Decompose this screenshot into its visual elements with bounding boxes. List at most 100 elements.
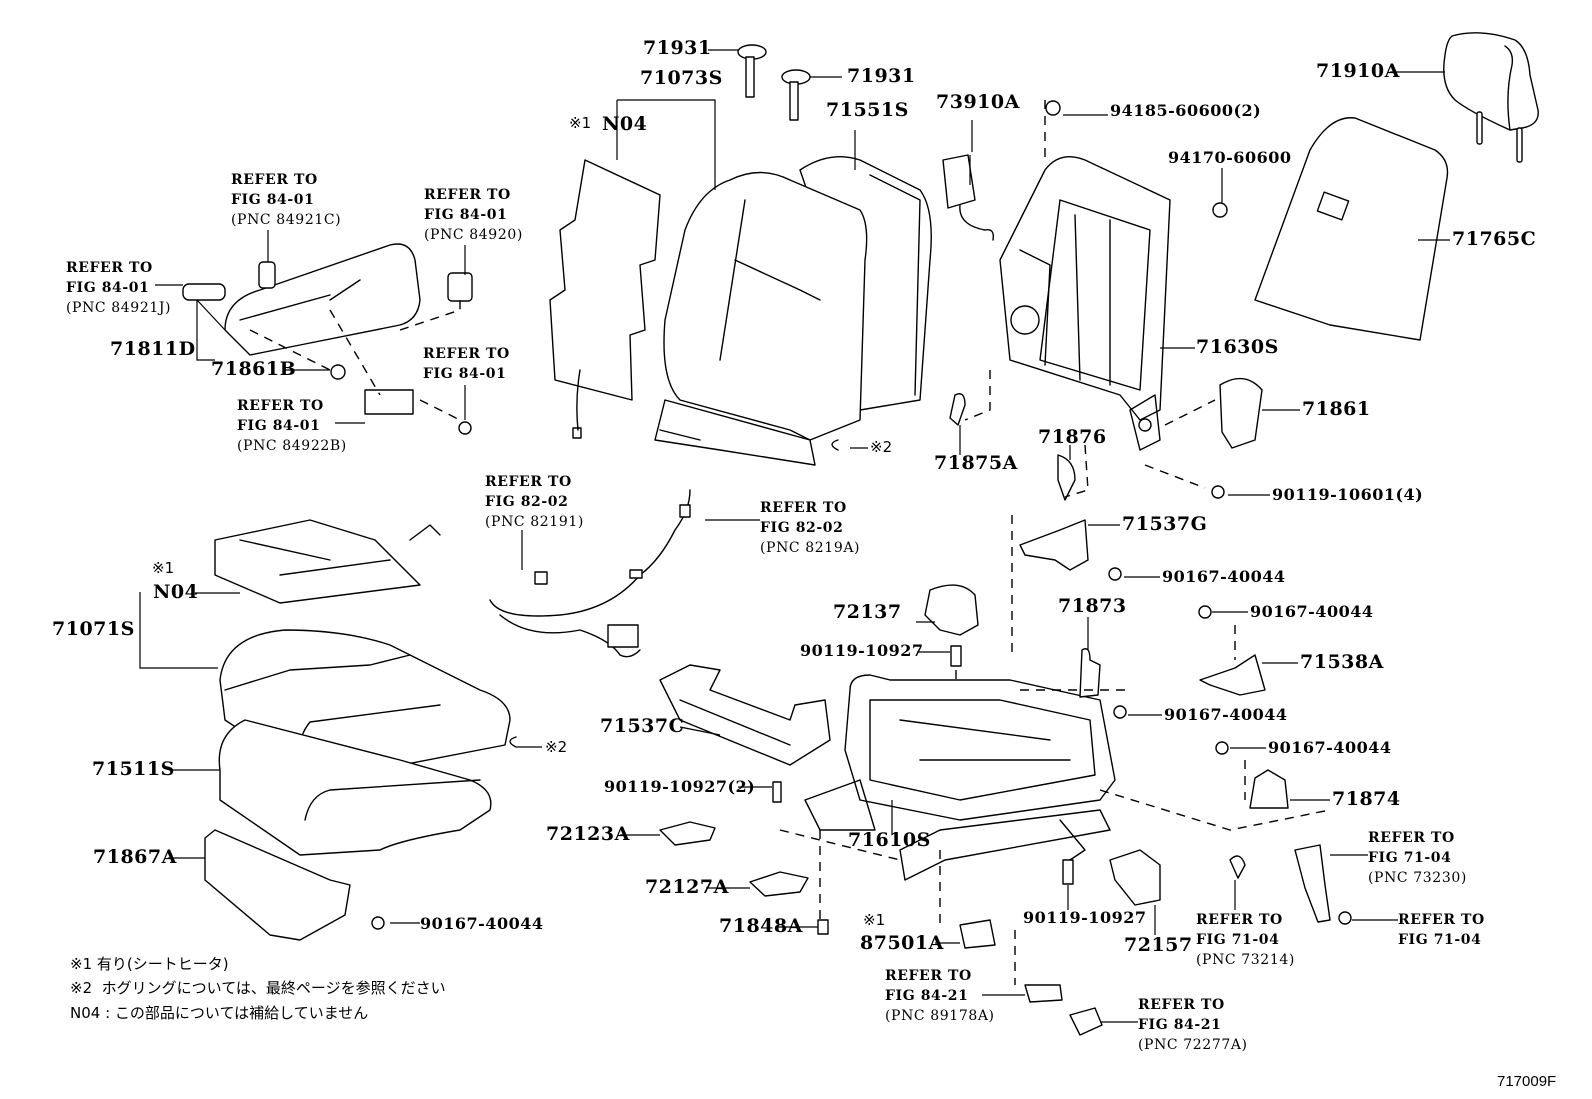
reference-prefix: REFER TO [485, 474, 572, 490]
part-number-71867a[interactable]: 71867A [93, 846, 177, 868]
part-number-71538a[interactable]: 71538A [1300, 651, 1384, 673]
part-number-90119-10927[interactable]: 90119-10927 [800, 641, 924, 660]
note-1: ※1 有り(シートヒータ) [70, 955, 229, 973]
reference-callout[interactable]: REFER TO FIG 84-01 (PNC 84921C) [231, 170, 341, 230]
part-number-71073s[interactable]: 71073S [640, 67, 723, 89]
wire-harness-drawing [489, 489, 760, 658]
seatback-cushion-drawing [616, 99, 932, 466]
part-number-71873[interactable]: 71873 [1058, 595, 1127, 617]
leader-lines [155, 71, 1450, 1023]
part-number-71848a[interactable]: 71848A [719, 915, 803, 937]
reference-prefix: REFER TO [1196, 912, 1283, 928]
part-number-71071s[interactable]: 71071S [52, 618, 135, 640]
part-number-90119-10601-4[interactable]: 90119-10601(4) [1272, 485, 1424, 504]
cover-72137-drawing [924, 584, 979, 636]
reference-callout[interactable]: REFER TO FIG 84-01 (PNC 84921J) [66, 258, 171, 318]
part-number-90167-40044[interactable]: 90167-40044 [420, 914, 544, 933]
part-number-94170-60600[interactable]: 94170-60600 [1168, 148, 1292, 167]
part-number-72127a[interactable]: 72127A [645, 876, 729, 898]
reference-callout[interactable]: REFER TO FIG 84-01 (PNC 84920) [424, 185, 523, 245]
part-number-71931[interactable]: 71931 [847, 65, 916, 87]
reference-pnc: (PNC 72277A) [1138, 1037, 1248, 1053]
reference-prefix: REFER TO [237, 398, 324, 414]
part-number-71811d[interactable]: 71811D [110, 338, 196, 360]
part-number-71537c[interactable]: 71537C [600, 715, 685, 737]
part-number-71630s[interactable]: 71630S [1196, 336, 1279, 358]
reference-pnc: (PNC 84920) [424, 227, 523, 243]
reference-figure: FIG 84-21 [1138, 1017, 1222, 1033]
reference-figure: FIG 84-01 [423, 366, 507, 382]
part-number-n04[interactable]: N04 [153, 581, 199, 603]
part-number-87501a[interactable]: 87501A [860, 932, 944, 954]
reference-figure: FIG 71-04 [1398, 932, 1482, 948]
part-number-94185-60600-2[interactable]: 94185-60600(2) [1110, 101, 1262, 120]
reference-prefix: REFER TO [760, 500, 847, 516]
figure-id: 717009F [1497, 1073, 1557, 1090]
part-number-90167-40044[interactable]: 90167-40044 [1250, 602, 1374, 621]
reference-callout[interactable]: REFER TO FIG 71-04 (PNC 73214) [1196, 910, 1295, 970]
part-number-71874[interactable]: 71874 [1332, 788, 1401, 810]
part-number-71861b[interactable]: 71861B [211, 358, 297, 380]
part-number-71537g[interactable]: 71537G [1122, 513, 1208, 535]
hog-ring-icon [831, 439, 839, 451]
part-number-71511s[interactable]: 71511S [92, 758, 175, 780]
part-number-71861[interactable]: 71861 [1302, 398, 1371, 420]
reference-figure: FIG 84-01 [66, 280, 150, 296]
part-number-71875a[interactable]: 71875A [934, 452, 1018, 474]
reference-pnc: (PNC 73214) [1196, 952, 1295, 968]
part-number-72123a[interactable]: 72123A [546, 823, 630, 845]
part-number-72157[interactable]: 72157 [1124, 934, 1193, 956]
reference-figure: FIG 71-04 [1196, 932, 1280, 948]
misc-hardware-drawings [659, 100, 1352, 1036]
reference-prefix: REFER TO [1138, 997, 1225, 1013]
note-marker: ※1 [863, 911, 886, 929]
part-number-n04[interactable]: N04 [602, 113, 648, 135]
reference-figure: FIG 84-01 [231, 192, 315, 208]
clip-drawing [708, 44, 842, 121]
reference-pnc: (PNC 84921C) [231, 212, 342, 228]
reference-prefix: REFER TO [885, 968, 972, 984]
part-number-73910a[interactable]: 73910A [936, 91, 1020, 113]
seatback-board-drawing [1254, 117, 1449, 341]
part-number-71765c[interactable]: 71765C [1452, 228, 1537, 250]
reference-pnc: (PNC 82191) [485, 514, 584, 530]
reference-prefix: REFER TO [1368, 830, 1455, 846]
reference-figure: FIG 84-21 [885, 988, 969, 1004]
seat-frame-drawing [779, 674, 1116, 930]
side-shield-drawing [182, 243, 473, 435]
note-n04: N04 : この部品については補給していません [70, 1004, 369, 1022]
part-number-90167-40044[interactable]: 90167-40044 [1162, 567, 1286, 586]
side-cover-drawing [659, 664, 831, 766]
cushion-heater-mat-drawing [195, 519, 441, 604]
part-number-71931[interactable]: 71931 [643, 37, 712, 59]
part-number-71910a[interactable]: 71910A [1316, 60, 1400, 82]
reference-prefix: REFER TO [424, 187, 511, 203]
bracket-drawings [949, 370, 1331, 831]
note-marker: ※2 [870, 438, 893, 456]
part-number-90119-10927-2[interactable]: 90119-10927(2) [604, 777, 756, 796]
part-number-90119-10927[interactable]: 90119-10927 [1023, 908, 1147, 927]
part-number-71610s[interactable]: 71610S [848, 829, 931, 851]
headrest-drawing [1443, 32, 1539, 163]
reference-prefix: REFER TO [231, 172, 318, 188]
part-number-90167-40044[interactable]: 90167-40044 [1268, 738, 1392, 757]
reference-pnc: (PNC 84921J) [66, 300, 172, 316]
reference-callout[interactable]: REFER TO FIG 84-21 (PNC 72277A) [1138, 995, 1248, 1055]
cushion-pad-drawing [170, 719, 492, 856]
part-number-71876[interactable]: 71876 [1038, 426, 1107, 448]
part-number-71551s[interactable]: 71551S [826, 99, 909, 121]
part-number-72137[interactable]: 72137 [833, 601, 902, 623]
note-marker: ※1 [569, 114, 592, 132]
part-number-90167-40044[interactable]: 90167-40044 [1164, 705, 1288, 724]
reference-figure: FIG 84-01 [424, 207, 508, 223]
reference-prefix: REFER TO [66, 260, 153, 276]
